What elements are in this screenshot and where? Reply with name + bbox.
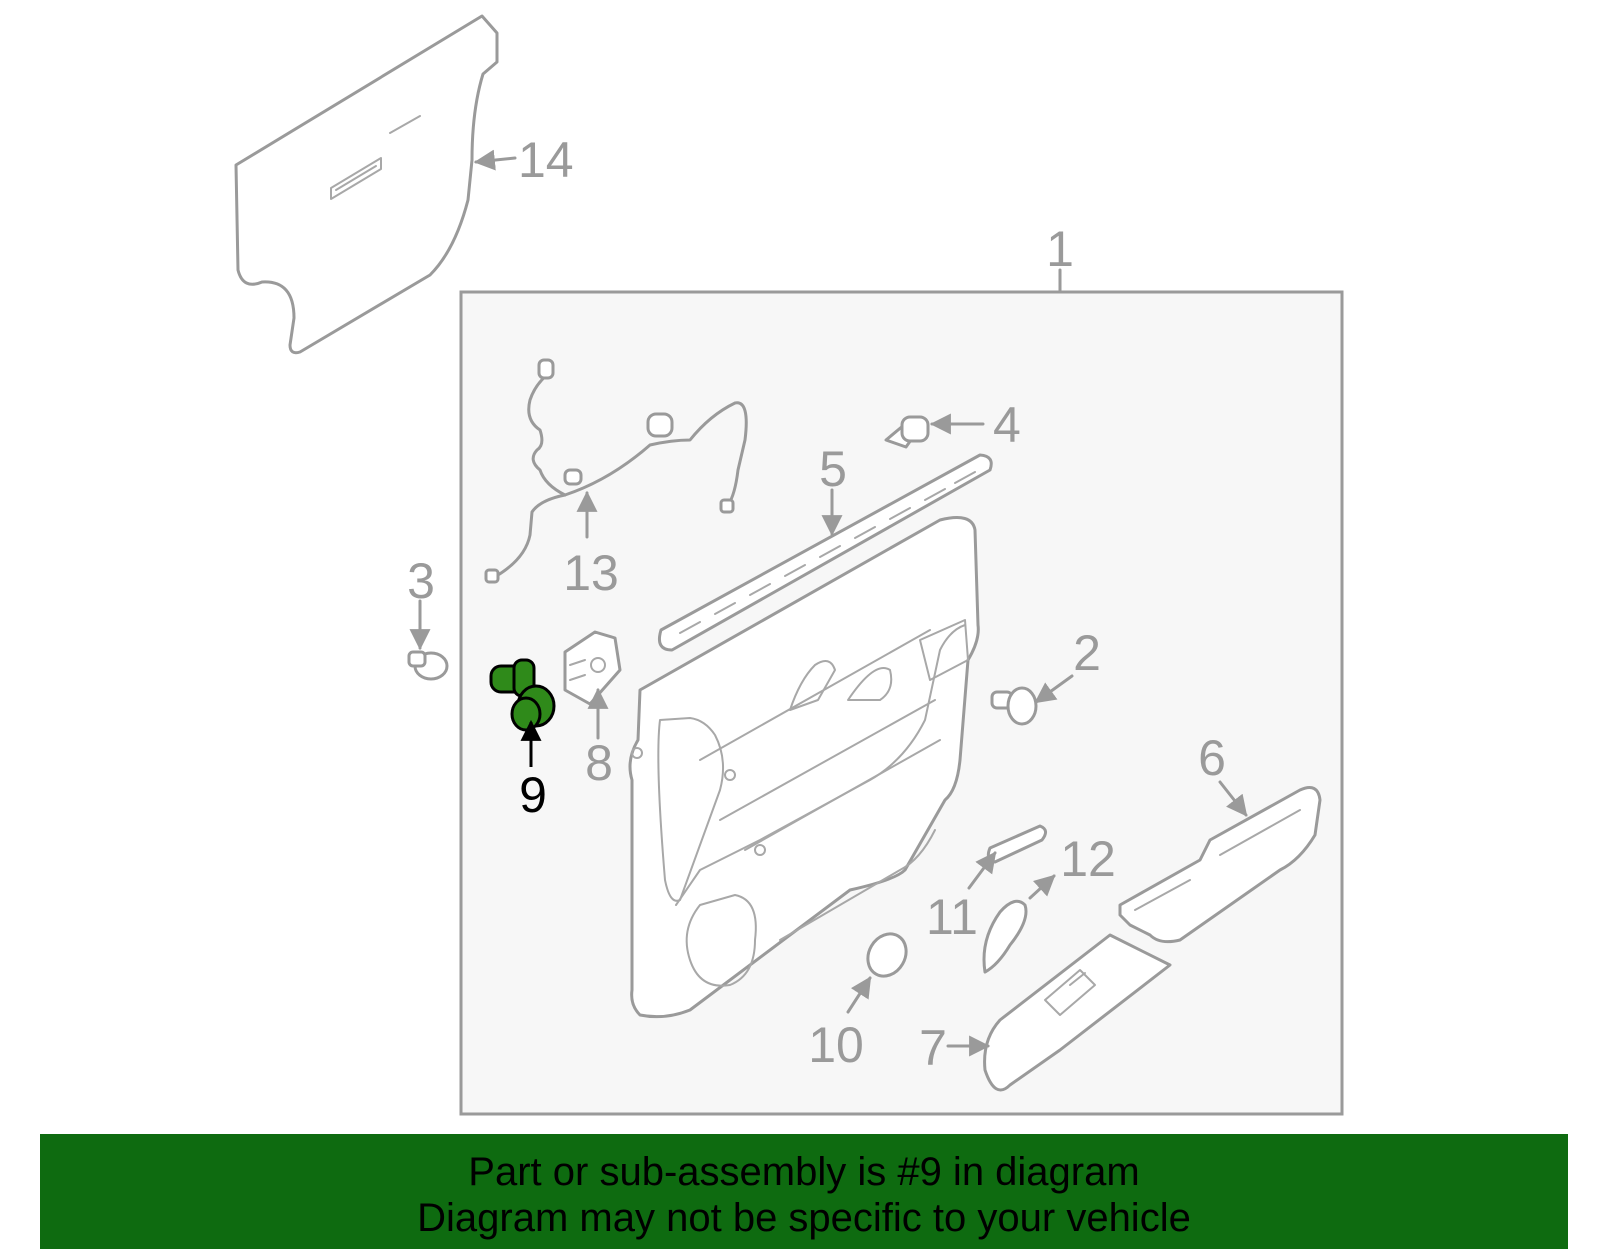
part-4-clip <box>884 415 930 449</box>
callout-1: 1 <box>1046 221 1074 277</box>
leader-lines <box>409 149 1248 1057</box>
info-banner: Part or sub-assembly is #9 in diagram Di… <box>40 1134 1568 1249</box>
callout-13: 13 <box>563 545 619 601</box>
callout-5: 5 <box>819 441 847 497</box>
callout-11: 11 <box>926 889 978 945</box>
door-trim-panel <box>628 516 980 1019</box>
callout-7: 7 <box>919 1020 947 1076</box>
callout-12: 12 <box>1060 831 1116 887</box>
part-6-armrest-pad <box>1118 786 1322 944</box>
part-5-belt-molding <box>657 453 993 652</box>
callout-10: 10 <box>808 1017 864 1073</box>
part-14-water-shield <box>234 14 499 355</box>
callout-6: 6 <box>1198 730 1226 786</box>
callout-14: 14 <box>518 132 574 188</box>
banner-disclaimer: Diagram may not be specific to your vehi… <box>417 1196 1191 1240</box>
callout-2: 2 <box>1073 625 1101 681</box>
callout-4: 4 <box>993 397 1021 453</box>
callout-9: 9 <box>519 767 547 823</box>
part-9-highlighted <box>489 658 556 732</box>
part-10-cap <box>866 932 908 978</box>
part-3-push-pin <box>407 650 449 681</box>
callout-8: 8 <box>585 735 613 791</box>
part-12-strip <box>982 899 1028 974</box>
callout-3: 3 <box>407 553 435 609</box>
part-8-bracket <box>563 630 622 706</box>
part-2-push-pin <box>990 686 1038 726</box>
part-13-wiring-harness <box>484 358 748 584</box>
banner-part-note: Part or sub-assembly is #9 in diagram <box>468 1150 1140 1194</box>
